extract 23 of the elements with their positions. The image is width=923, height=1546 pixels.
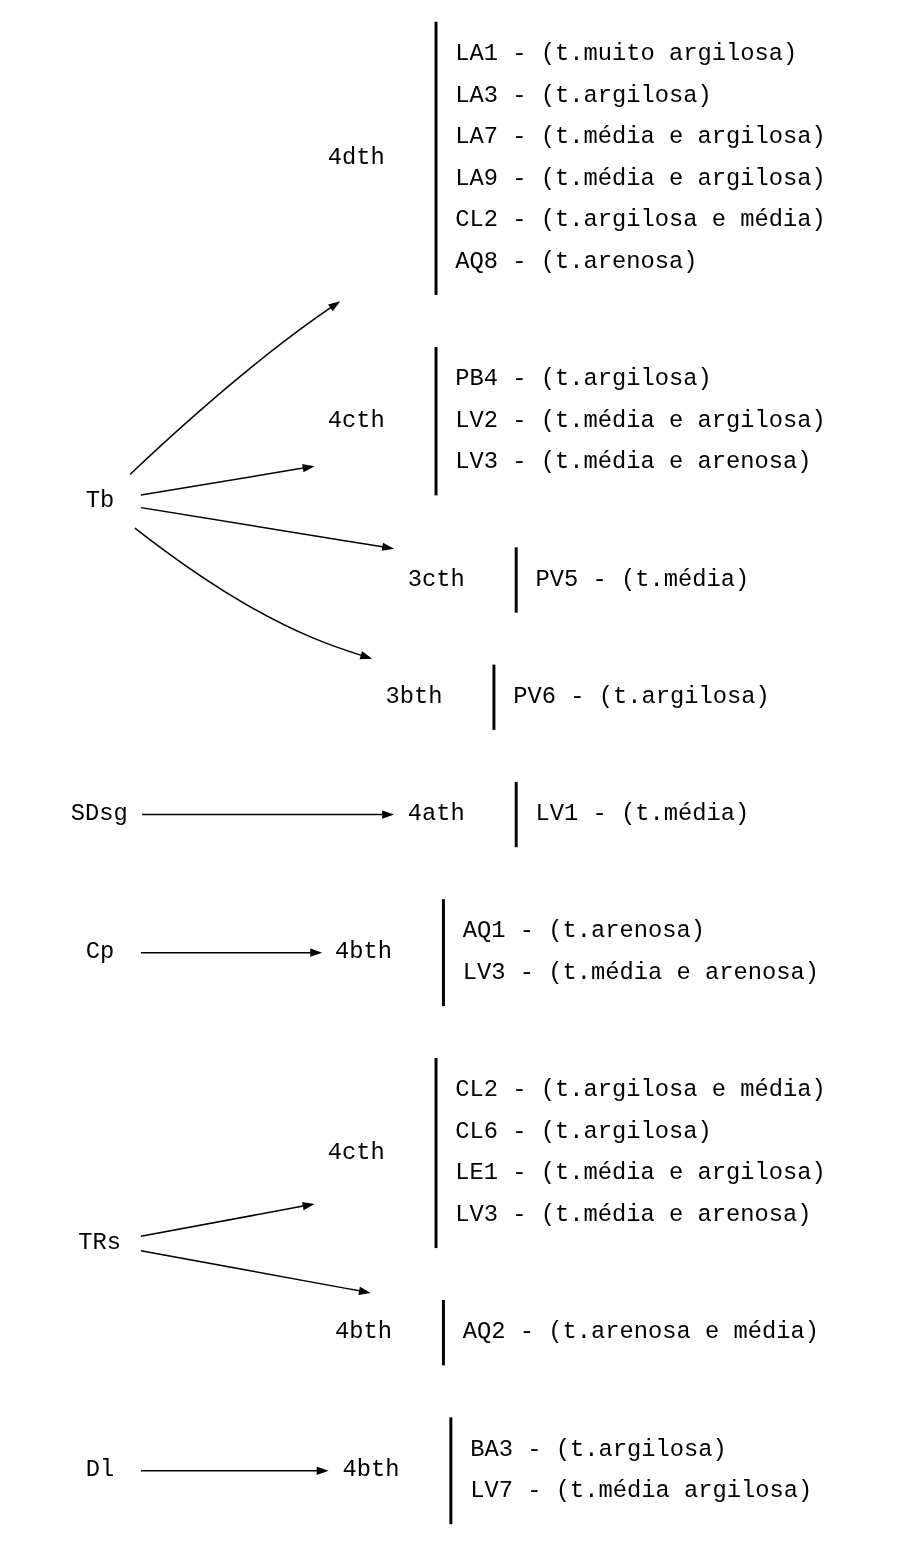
node-text: Tb — [85, 486, 114, 514]
arrow — [139, 1202, 315, 1238]
arrow — [140, 810, 394, 819]
arrow — [139, 948, 322, 957]
node-text: 4bth AQ1 - (t.arenosa) LV3 - (t.média e arenosa) — [334, 917, 819, 987]
node-text: 4ath LV1 - (t.média) — [407, 800, 749, 828]
node-text: 4dth LA1 - (t.muito argilosa) LA3 - (t.argilosa) LA7 - (t.média e argilosa) LA9 - (t.média e argilosa) CL2 - (t.argilosa e média) AQ8 - (t.arenosa) — [327, 40, 826, 275]
node-text: 3bth PV6 - (t.argilosa) — [385, 682, 770, 710]
node-text: Cp — [85, 938, 114, 966]
node-text: SDsg — [70, 800, 128, 828]
node-text: 4cth PB4 - (t.argilosa) LV2 - (t.média e argilosa) LV3 - (t.média e arenosa) — [327, 365, 826, 476]
arrow — [139, 1466, 329, 1475]
node-text: 4cth CL2 - (t.argilosa e média) CL6 - (t.argilosa) LE1 - (t.média e argilosa) LV3 - (t.média e arenosa) — [327, 1076, 826, 1229]
node-text: Dl — [85, 1456, 114, 1484]
arrow — [139, 506, 394, 551]
node-text: 4bth BA3 - (t.argilosa) LV7 - (t.média argilosa) — [341, 1435, 812, 1505]
node-text: TRs — [77, 1229, 121, 1257]
node-text: 3cth PV5 - (t.média) — [407, 565, 749, 593]
arrow — [128, 301, 340, 476]
node-text: 4bth AQ2 - (t.arenosa e média) — [334, 1318, 819, 1346]
arrow — [139, 464, 315, 496]
arrow — [133, 527, 372, 660]
arrow — [139, 1250, 371, 1295]
